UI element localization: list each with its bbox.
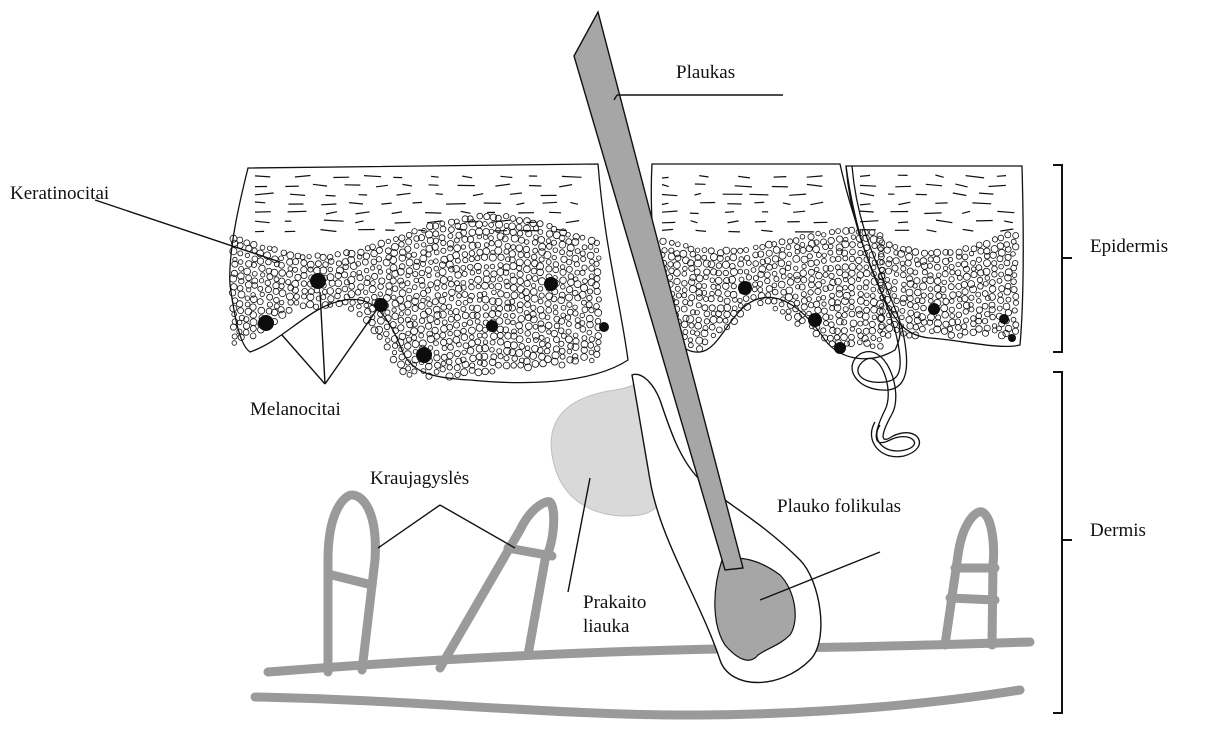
keratinocyte [398, 361, 405, 368]
keratinocyte [400, 368, 406, 374]
keratinocyte [758, 300, 763, 305]
corneum-dash [774, 177, 787, 178]
keratinocyte [384, 324, 390, 330]
keratinocyte [907, 333, 912, 338]
corneum-dash [429, 185, 439, 186]
melanocyte-dot [834, 342, 846, 354]
corneum-dash [662, 177, 669, 178]
keratinocyte [357, 304, 362, 309]
keratinocyte [392, 350, 396, 354]
keratinocyte [384, 344, 390, 350]
melanocyte-dot [486, 320, 498, 332]
label-epidermis: Epidermis [1090, 236, 1168, 258]
capillary-loop-1-rung [332, 575, 372, 585]
leader-melanocitai-a [282, 335, 325, 384]
keratinocyte [364, 303, 369, 308]
corneum-dash [898, 222, 908, 223]
keratinocyte [376, 326, 383, 333]
keratinocyte [232, 334, 237, 339]
keratinocyte [765, 298, 771, 304]
corneum-dash [997, 176, 1006, 177]
keratinocyte [230, 324, 236, 330]
melanocyte-dot [1008, 334, 1016, 342]
label-prakaito-line2: liauka [583, 616, 629, 637]
keratinocyte [781, 310, 786, 315]
capillary-loop-2 [440, 502, 554, 668]
label-plauko-folikulas: Plauko folikulas [777, 496, 901, 518]
label-keratinocitai: Keratinocitai [10, 183, 109, 205]
label-prakaito-line1: Prakaito [583, 592, 646, 613]
epidermis-bracket [1053, 165, 1072, 352]
keratinocyte [349, 306, 354, 311]
keratinocyte [384, 331, 390, 337]
vessel-main-upper [268, 642, 1030, 672]
keratinocyte [378, 317, 385, 324]
keratinocyte [232, 341, 237, 346]
corneum-dash [860, 185, 876, 186]
corneum-dash [255, 202, 265, 203]
corneum-dash [725, 212, 734, 213]
corneum-dash [895, 186, 911, 187]
capillary-loop-3 [945, 512, 994, 645]
melanocyte-dot [258, 315, 274, 331]
keratinocyte [390, 356, 397, 363]
keratinocyte [412, 369, 417, 374]
melanocyte-dot [738, 281, 752, 295]
label-prakaito-liauka: Prakaito liauka [583, 591, 673, 639]
corneum-dash [749, 194, 768, 195]
label-melanocitai: Melanocitai [250, 399, 341, 421]
corneum-dash [321, 204, 336, 205]
melanocyte-dot [310, 273, 326, 289]
melanocyte-dot [544, 277, 558, 291]
keratinocyte [385, 338, 390, 343]
label-kraujagysles: Kraujagyslės [370, 468, 469, 490]
dermis-bracket [1053, 372, 1072, 713]
keratinocyte [357, 312, 362, 317]
corneum-dash [288, 211, 307, 212]
keratinocyte [813, 330, 820, 337]
corneum-dash [436, 194, 443, 195]
keratinocyte [773, 306, 778, 311]
melanocyte-dot [416, 347, 432, 363]
corneum-dash [413, 202, 423, 203]
capillary-loop-3-rung-b [950, 598, 995, 600]
leader-kraujagysles-a [378, 505, 440, 548]
keratinocyte [795, 313, 802, 320]
layer-brackets [1053, 165, 1072, 713]
label-dermis: Dermis [1090, 520, 1146, 542]
melanocyte-dot [999, 314, 1009, 324]
leader-melanocitai-c [325, 308, 378, 384]
keratinocyte [799, 318, 805, 324]
keratinocyte [771, 298, 777, 304]
melanocyte-dot [808, 313, 822, 327]
corneum-dash [326, 195, 336, 196]
corneum-dash [549, 212, 561, 213]
corneum-dash [924, 213, 941, 214]
label-plaukas: Plaukas [676, 62, 735, 84]
vessel-main-lower [255, 690, 1020, 715]
corneum-dash [446, 204, 466, 205]
keratinocyte [350, 300, 355, 305]
corneum-dash [529, 186, 541, 187]
corneum-dash [395, 222, 411, 223]
keratinocyte [786, 309, 791, 314]
corneum-dash [431, 176, 439, 177]
melanocyte-dot [928, 303, 940, 315]
keratinocyte [779, 302, 784, 307]
corneum-dash [754, 202, 764, 203]
keratinocyte [407, 372, 412, 377]
melanocyte-dot [599, 322, 609, 332]
corneum-dash [425, 213, 441, 214]
keratinocyte [785, 314, 791, 320]
leader-kraujagysles-b [440, 505, 515, 548]
keratinocyte [406, 366, 411, 371]
keratinocyte [377, 334, 382, 339]
